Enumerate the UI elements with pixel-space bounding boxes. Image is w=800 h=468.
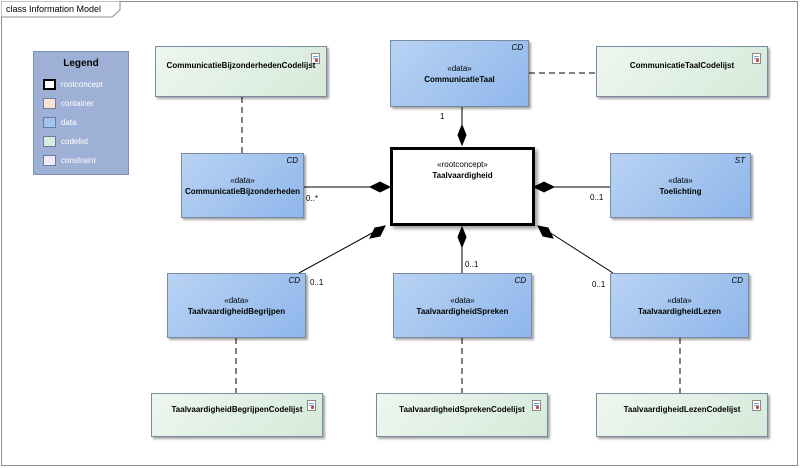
type-tag: CD — [288, 276, 300, 285]
node-name: TaalvaardigheidSprekenCodelijst — [399, 405, 525, 414]
data-node-toelichting[interactable]: ST «data» Toelichting — [610, 153, 751, 218]
node-stereotype: «data» — [224, 295, 249, 305]
frame-title-tab — [1, 1, 121, 18]
data-node-taalvaardigheid-lezen[interactable]: CD «data» TaalvaardigheidLezen — [610, 273, 749, 338]
legend-swatch-constraint — [43, 154, 56, 166]
multiplicity-begrijpen: 0..1 — [310, 278, 324, 287]
codelist-communicatie-bijzonderheden[interactable]: CommunicatieBijzonderhedenCodelijst — [155, 46, 327, 97]
legend-label: data — [61, 117, 77, 127]
node-name: TaalvaardigheidLezenCodelijst — [623, 405, 741, 414]
data-node-taalvaardigheid-begrijpen[interactable]: CD «data» TaalvaardigheidBegrijpen — [167, 273, 306, 338]
multiplicity-lezen: 0..1 — [592, 280, 606, 289]
legend-item-container: container — [43, 96, 94, 110]
legend-label: constraint — [61, 155, 96, 165]
legend: Legend rootconcept container data codeli… — [33, 51, 129, 175]
legend-item-codelist: codelist — [43, 134, 88, 148]
node-name: CommunicatieBijzonderhedenCodelijst — [166, 61, 316, 70]
node-name: CommunicatieTaal — [424, 74, 495, 84]
node-name: Taalvaardigheid — [432, 171, 493, 180]
legend-swatch-container — [43, 97, 56, 109]
node-name: CommunicatieTaalCodelijst — [629, 61, 735, 70]
frame-title: class Information Model — [6, 4, 102, 14]
legend-label: codelist — [61, 136, 89, 146]
codelist-taalvaardigheid-lezen[interactable]: TaalvaardigheidLezenCodelijst — [596, 393, 768, 437]
composition-diamond-right — [532, 181, 556, 193]
legend-swatch-data — [43, 116, 56, 128]
type-tag: CD — [514, 276, 526, 285]
legend-title: Legend — [63, 58, 99, 69]
legend-swatch-codelist — [43, 135, 56, 147]
multiplicity-spreken: 0..1 — [465, 260, 479, 269]
codelist-icon — [307, 400, 316, 411]
legend-swatch-rootconcept — [43, 78, 56, 90]
type-tag: ST — [734, 156, 745, 165]
node-name: TaalvaardigheidBegrijpenCodelijst — [171, 405, 303, 414]
legend-item-rootconcept: rootconcept — [43, 77, 103, 91]
multiplicity-communicatie-bijzonderheden: 0..* — [306, 194, 319, 203]
node-name: CommunicatieBijzonderheden — [184, 186, 301, 196]
codelist-icon — [752, 400, 761, 411]
association-begrijpen — [298, 231, 375, 274]
codelist-taalvaardigheid-begrijpen[interactable]: TaalvaardigheidBegrijpenCodelijst — [151, 393, 323, 437]
data-node-communicatie-taal[interactable]: CD «data» CommunicatieTaal — [390, 40, 529, 107]
codelist-communicatie-taal[interactable]: CommunicatieTaalCodelijst — [596, 46, 768, 97]
composition-diamond-bottom — [457, 225, 467, 249]
type-tag: CD — [731, 276, 743, 285]
node-name: TaalvaardigheidLezen — [638, 306, 721, 316]
multiplicity-toelichting: 0..1 — [590, 193, 604, 202]
node-stereotype: «rootconcept» — [437, 160, 488, 169]
legend-item-data: data — [43, 115, 77, 129]
node-stereotype: «data» — [230, 175, 255, 185]
node-name: TaalvaardigheidSpreken — [416, 306, 509, 316]
node-name: TaalvaardigheidBegrijpen — [187, 306, 286, 316]
node-stereotype: «data» — [667, 295, 692, 305]
node-name: Toelichting — [659, 186, 702, 196]
codelist-icon — [752, 53, 761, 64]
codelist-icon — [532, 400, 541, 411]
node-stereotype: «data» — [447, 63, 472, 73]
legend-label: container — [61, 98, 94, 108]
codelist-icon — [311, 53, 320, 64]
type-tag: CD — [286, 156, 298, 165]
composition-diamond-top — [457, 123, 467, 147]
type-tag: CD — [511, 43, 523, 52]
legend-label: rootconcept — [61, 79, 103, 89]
legend-item-constraint: constraint — [43, 153, 96, 167]
codelist-taalvaardigheid-spreken[interactable]: TaalvaardigheidSprekenCodelijst — [376, 393, 548, 437]
root-node-taalvaardigheid[interactable]: «rootconcept» Taalvaardigheid — [390, 147, 535, 226]
composition-diamond-bottom-right — [537, 225, 554, 239]
composition-diamond-bottom-left — [369, 225, 386, 239]
multiplicity-communicatie-taal: 1 — [440, 112, 445, 121]
association-lezen — [548, 231, 614, 274]
data-node-communicatie-bijzonderheden[interactable]: CD «data» CommunicatieBijzonderheden — [181, 153, 304, 218]
composition-diamond-left — [368, 181, 392, 193]
data-node-taalvaardigheid-spreken[interactable]: CD «data» TaalvaardigheidSpreken — [393, 273, 532, 338]
node-stereotype: «data» — [668, 175, 693, 185]
node-stereotype: «data» — [450, 295, 475, 305]
